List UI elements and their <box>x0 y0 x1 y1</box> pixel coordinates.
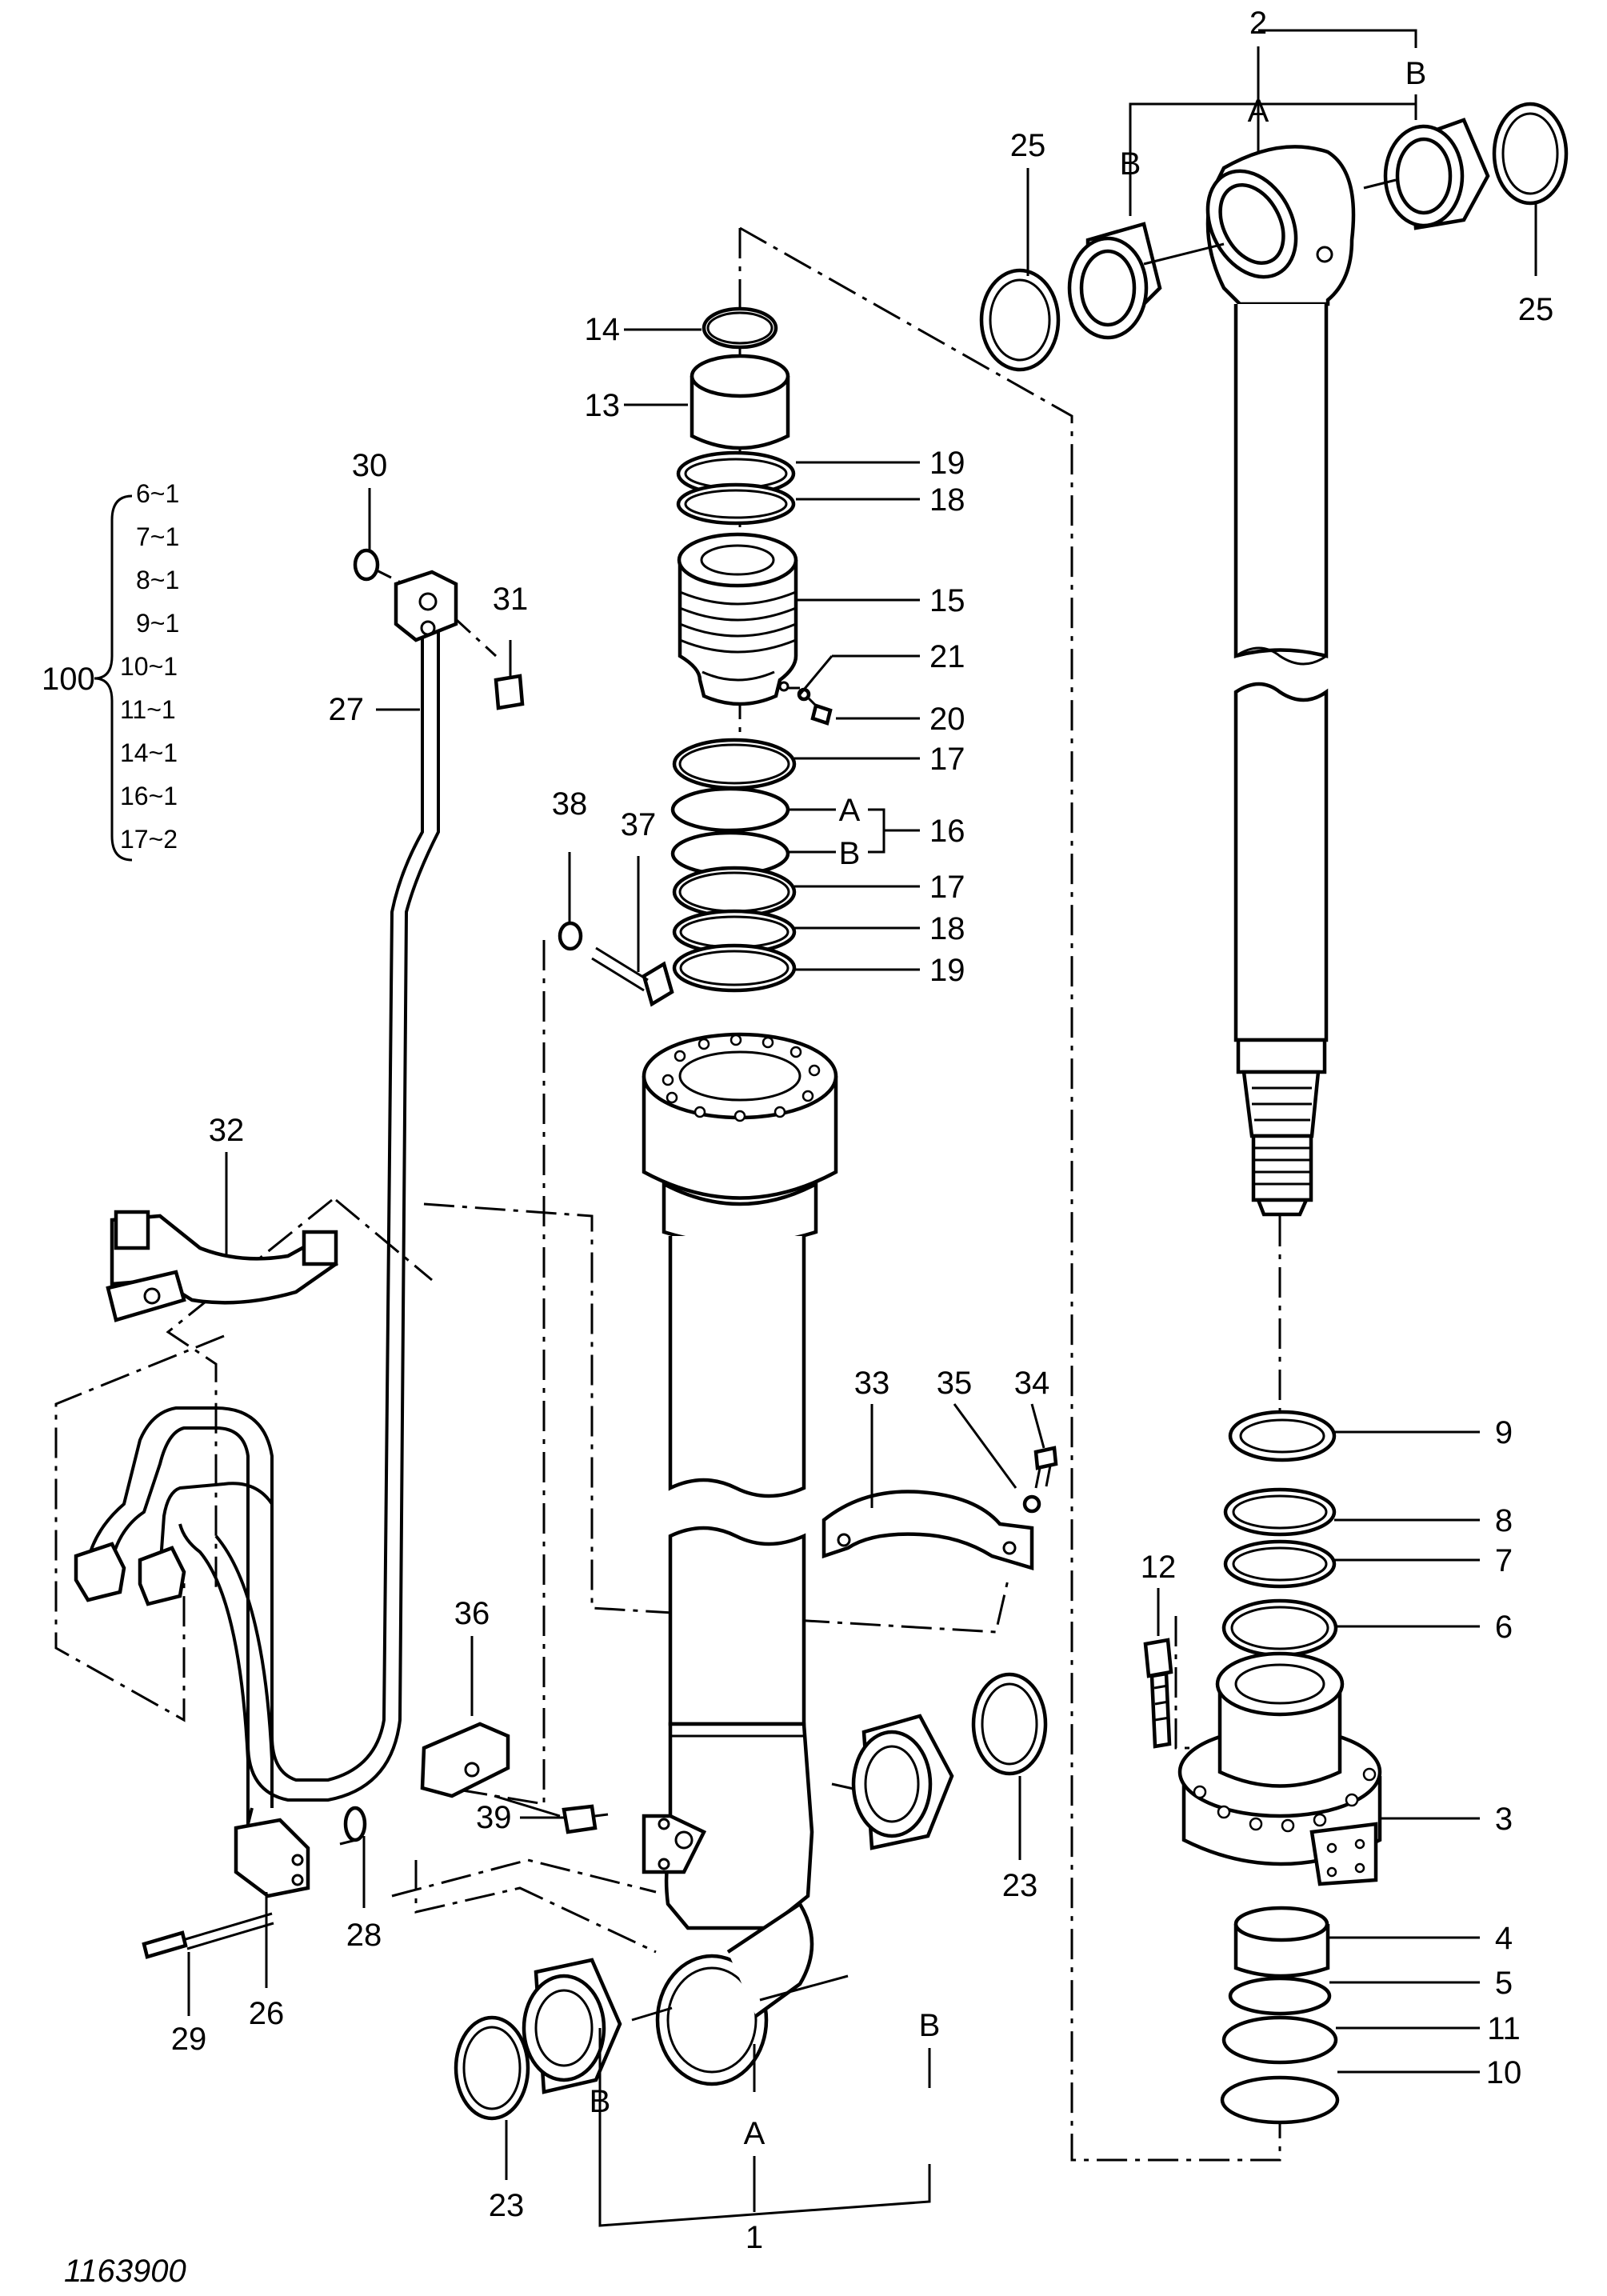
callout-17-top: 17 <box>929 742 965 777</box>
callout-30: 30 <box>352 448 388 483</box>
callout-16: 16 <box>929 814 965 849</box>
callout-34: 34 <box>1014 1366 1050 1401</box>
hydraulic-piping <box>74 548 1058 1959</box>
callout-letter-b-top-left: B <box>1120 146 1141 182</box>
kit-item: 8~1 <box>136 566 179 594</box>
rod-eye-bushings <box>979 102 1569 372</box>
callout-25-left: 25 <box>1010 128 1046 163</box>
leader-lines <box>94 29 1537 2227</box>
callout-19-bottom: 19 <box>929 953 965 988</box>
callout-letter-a-top: A <box>1248 94 1269 129</box>
assembly-centerlines <box>54 226 1281 2162</box>
callout-6: 6 <box>1495 1610 1513 1645</box>
kit-item: 10~1 <box>120 652 178 681</box>
callout-letter-a-bottom: A <box>744 2116 766 2151</box>
callout-10: 10 <box>1486 2055 1522 2090</box>
callout-seal-a: A <box>839 793 861 828</box>
kit-item: 9~1 <box>136 609 179 638</box>
callout-13: 13 <box>585 388 621 423</box>
callout-36: 36 <box>454 1596 490 1631</box>
callout-19-top: 19 <box>929 446 965 481</box>
callout-1: 1 <box>746 2220 763 2255</box>
callout-seal-b: B <box>839 836 861 871</box>
drawing-number: 1163900 <box>64 2254 186 2289</box>
callout-39: 39 <box>476 1800 512 1835</box>
callout-31: 31 <box>493 582 529 617</box>
kit-item: 6~1 <box>136 479 179 508</box>
callout-letter-b-top-right: B <box>1405 56 1427 91</box>
kit-item: 7~1 <box>136 522 179 551</box>
callout-23-right: 23 <box>1002 1868 1038 1903</box>
callout-2: 2 <box>1249 6 1267 41</box>
callout-3: 3 <box>1495 1802 1513 1837</box>
callout-37: 37 <box>621 807 657 842</box>
callout-29: 29 <box>171 2022 207 2057</box>
callout-9: 9 <box>1495 1415 1513 1450</box>
callout-12: 12 <box>1141 1550 1177 1585</box>
callout-8: 8 <box>1495 1503 1513 1538</box>
callout-18-bottom: 18 <box>929 911 965 946</box>
callout-35: 35 <box>937 1366 973 1401</box>
callout-33: 33 <box>854 1366 890 1401</box>
callout-letter-b-bottom-left: B <box>590 2084 611 2119</box>
piston-rod <box>1205 145 1356 1217</box>
seal-kit-list: 100 6~1 7~1 8~1 9~1 10~1 11~1 14~1 16~1 … <box>42 479 179 854</box>
cylinder-tube <box>631 1032 849 2086</box>
callout-26: 26 <box>249 1996 285 2031</box>
callout-17-bottom: 17 <box>929 870 965 905</box>
kit-number: 100 <box>42 662 95 697</box>
callout-28: 28 <box>346 1918 382 1953</box>
callout-25-right: 25 <box>1518 292 1554 327</box>
piston-parts <box>1143 1410 1382 2125</box>
callout-11: 11 <box>1487 2011 1521 2046</box>
callout-7: 7 <box>1495 1543 1513 1578</box>
callout-18-top: 18 <box>929 482 965 518</box>
kit-item: 17~2 <box>120 825 178 854</box>
callout-38: 38 <box>552 786 588 822</box>
callout-4: 4 <box>1495 1921 1513 1956</box>
cylinder-head-parts <box>670 306 833 993</box>
callout-32: 32 <box>209 1113 245 1148</box>
kit-item: 14~1 <box>120 738 178 767</box>
base-bushings <box>454 1672 1048 2121</box>
callout-14: 14 <box>585 312 621 347</box>
callout-5: 5 <box>1495 1966 1513 2001</box>
callout-15: 15 <box>929 583 965 618</box>
callout-20: 20 <box>929 702 965 737</box>
part-callouts: 2 A B B 25 25 14 13 19 18 15 21 20 17 A … <box>171 6 1554 2255</box>
callout-27: 27 <box>329 692 365 727</box>
kit-item: 16~1 <box>120 782 178 810</box>
callout-letter-b-bottom-right: B <box>919 2008 941 2043</box>
callout-21: 21 <box>929 639 965 674</box>
kit-item: 11~1 <box>120 695 176 724</box>
callout-23-left: 23 <box>489 2188 525 2223</box>
